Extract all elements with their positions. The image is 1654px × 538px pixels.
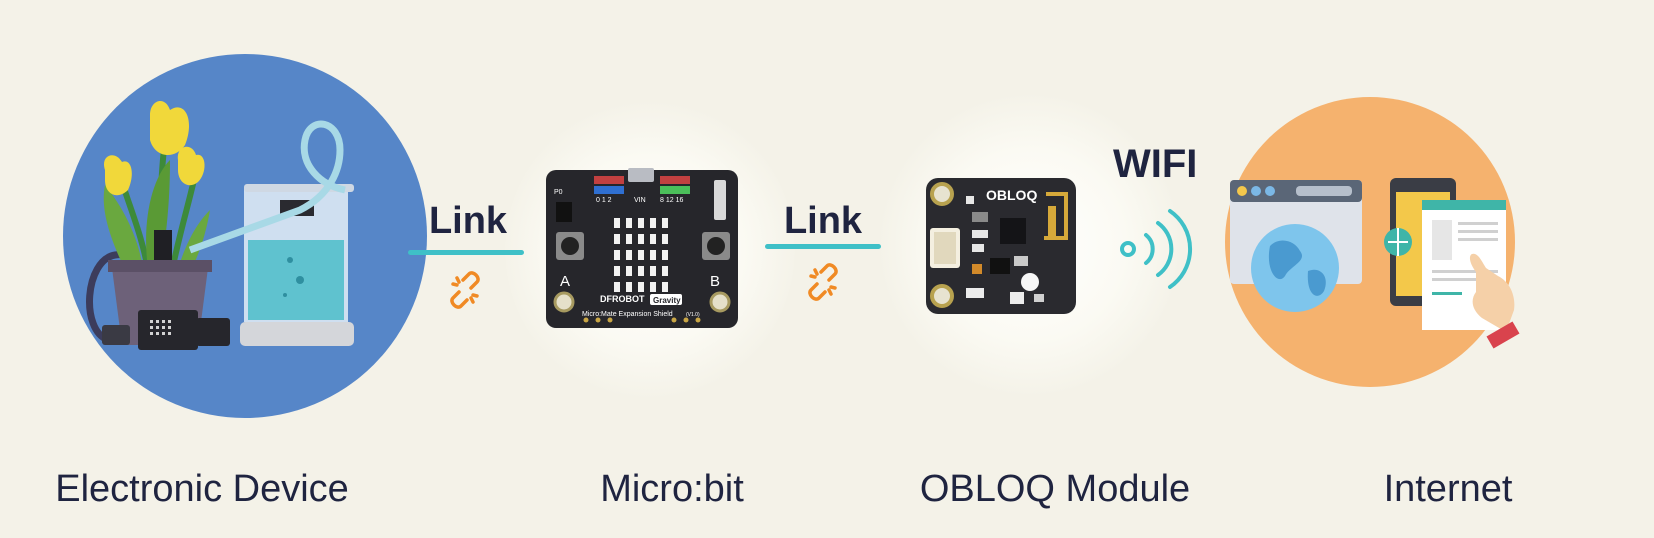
- microbit-expansion-board: A B P0 0 1 2 VIN 8 12 16 DFROBOT Gravity…: [546, 168, 738, 328]
- internet-illustration: [1225, 97, 1520, 387]
- pointing-hand: [1469, 253, 1520, 349]
- board-label-title: Micro:Mate Expansion Shield: [582, 311, 673, 318]
- tulip-flower: [150, 100, 190, 156]
- caption-internet: Internet: [1383, 468, 1513, 510]
- link-label-1: Link: [428, 200, 508, 242]
- board-label-pins-left: 0 1 2: [596, 197, 612, 204]
- link-label-2: Link: [783, 200, 863, 242]
- water-tube: [188, 120, 346, 254]
- board-label-badge: Gravity: [653, 296, 681, 305]
- wifi-label: WIFI: [1113, 142, 1198, 186]
- button-b-shape: [702, 232, 730, 260]
- electronic-device-illustration: [63, 54, 427, 418]
- board-label-p0: P0: [554, 189, 563, 196]
- board-label-version: (V1.0): [686, 312, 700, 318]
- board-label-vin: VIN: [634, 197, 646, 204]
- button-a-shape: [556, 232, 584, 260]
- broken-link-icon: [808, 263, 838, 301]
- board-label-brand: DFROBOT: [600, 294, 645, 304]
- broken-link-icon: [450, 271, 480, 309]
- link-line-2: [765, 244, 881, 249]
- antenna-trace: [1044, 192, 1068, 240]
- wifi-signal-icon: [1120, 209, 1193, 289]
- link-line-1: [408, 250, 524, 255]
- board-label-obloq: OBLOQ: [986, 187, 1037, 203]
- caption-obloq-module: OBLOQ Module: [919, 468, 1191, 510]
- globe-icon: [1251, 224, 1339, 312]
- obloq-module-board: OBLOQ: [926, 178, 1076, 314]
- caption-electronic-device: Electronic Device: [55, 468, 349, 510]
- board-label-pins-right: 8 12 16: [660, 197, 683, 204]
- board-label-a: A: [560, 273, 570, 290]
- caption-microbit: Micro:bit: [600, 468, 744, 510]
- board-label-b: B: [710, 273, 720, 290]
